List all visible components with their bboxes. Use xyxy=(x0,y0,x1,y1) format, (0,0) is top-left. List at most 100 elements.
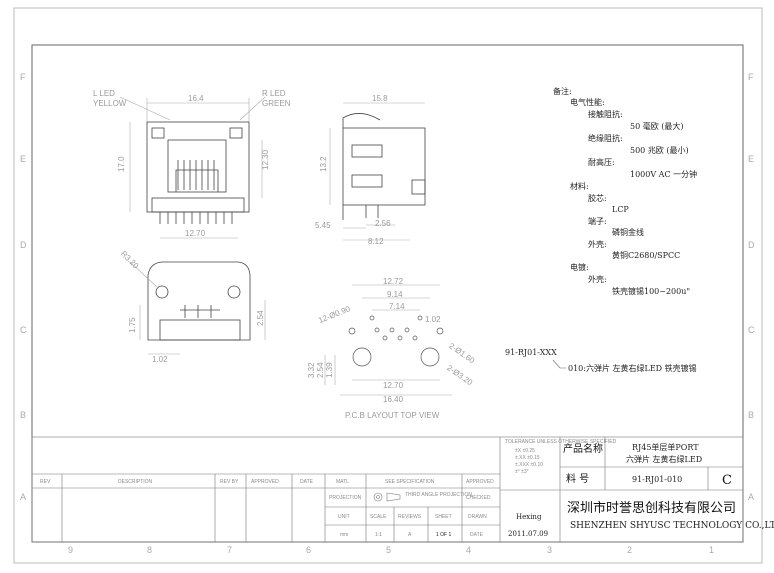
pcb-caption: P.C.B LAYOUT TOP VIEW xyxy=(345,411,440,420)
zone-left-1: F xyxy=(20,72,26,82)
scale-value: 1:1 xyxy=(375,532,382,538)
left-led-window xyxy=(151,127,165,139)
company-name-cn: 深圳市时誉思创科技有限公司 xyxy=(567,500,736,516)
rev-header-rev-by: REV BY xyxy=(220,479,239,485)
side-dim-b: 2.56 xyxy=(375,219,391,228)
product-name-line-2: 六弹片 左黄右绿LED xyxy=(626,454,702,464)
l-led-color: YELLOW xyxy=(93,99,127,108)
pcb-mount-hole-right xyxy=(420,347,440,367)
unit-value: mm xyxy=(340,532,348,538)
note-line: LCP xyxy=(612,205,629,214)
zone-right-6: A xyxy=(748,492,754,502)
zone-marks-left: F E D C B A xyxy=(20,72,27,502)
bottom-radius-dim: R3.20 xyxy=(119,249,141,271)
notes-heading: 备注: xyxy=(553,86,572,96)
note-line: 外壳: xyxy=(588,239,607,249)
tolerance-line: ±X ±0.25 xyxy=(515,448,535,454)
note-line: 胶芯: xyxy=(588,193,607,203)
sheet-label: SHEET xyxy=(435,514,452,520)
zone-bottom-7: 3 xyxy=(547,545,552,555)
pcb-dim-3: 7.14 xyxy=(389,302,405,311)
third-angle-icon xyxy=(373,492,401,502)
tolerance-line: ±.XXX ±0.10 xyxy=(515,462,543,468)
zone-right-1: F xyxy=(748,72,754,82)
product-name-line-1: RJ45单层单PORT xyxy=(632,442,699,452)
part-code: 91-RJ01-XXX xyxy=(505,348,557,357)
note-line: 端子: xyxy=(588,216,607,226)
rev-header-approved: APPROVED xyxy=(251,479,279,485)
note-line: 50 毫欧 (最大) xyxy=(630,121,684,131)
reviews-label: REVIEWS xyxy=(398,514,422,520)
rev-header-date: DATE xyxy=(300,479,314,485)
front-width-dim: 16.4 xyxy=(188,94,204,103)
zone-right-2: E xyxy=(748,154,754,164)
front-view xyxy=(146,121,250,224)
front-view-dims xyxy=(119,96,266,239)
zone-bottom-8: 2 xyxy=(627,545,632,555)
note-line: 耐高压: xyxy=(588,157,615,167)
front-side-dim: 12.30 xyxy=(261,149,270,170)
note-line: 材料: xyxy=(570,181,589,191)
notes-block: 备注: 电气性能: 接触阻抗: 50 毫欧 (最大) 绝缘阻抗: 500 兆欧 … xyxy=(553,86,697,296)
zone-left-6: A xyxy=(20,492,26,502)
part-code-leader xyxy=(552,359,566,369)
bottom-view-housing xyxy=(147,261,251,341)
part-no-label: 料 号 xyxy=(566,472,589,485)
bottom-h2-dim: 2.54 xyxy=(256,310,265,326)
part-no-value: 91-RJ01-010 xyxy=(632,475,682,484)
zone-bottom-5: 5 xyxy=(386,545,391,555)
tolerance-line: ±° ±3° xyxy=(515,469,529,475)
zone-right-4: C xyxy=(748,325,755,335)
pcb-mount-hole-left xyxy=(352,347,372,367)
zone-bottom-2: 8 xyxy=(147,545,152,555)
jack-latch-slot xyxy=(175,169,219,192)
note-line: 1000V AC 一分钟 xyxy=(630,169,697,179)
front-height-dim: 17.0 xyxy=(117,156,126,172)
front-bottom-dim: 12.70 xyxy=(185,229,206,238)
tolerance-label: TOLERANCE UNLESS OTHERWISE SPECIFIED xyxy=(505,439,617,445)
zone-bottom-3: 7 xyxy=(227,545,232,555)
tolerance-line: ±.XX ±0.15 xyxy=(515,455,540,461)
bottom-view-dims xyxy=(129,261,266,355)
bottom-view xyxy=(147,261,251,341)
side-dim-c: 8.12 xyxy=(368,237,384,246)
side-view-latch xyxy=(342,113,381,128)
revision-letter: C xyxy=(722,473,732,488)
note-line: 500 兆欧 (最小) xyxy=(630,145,689,155)
reviews-value: A xyxy=(408,532,412,538)
rev-header-rev: REV xyxy=(40,479,51,485)
side-view-housing xyxy=(342,127,426,206)
side-height-dim: 13.2 xyxy=(319,156,328,172)
zone-left-5: B xyxy=(20,410,26,420)
zone-left-4: C xyxy=(20,325,27,335)
projection-label: PROJECTION xyxy=(329,495,362,501)
outer-border xyxy=(13,7,763,564)
note-line: 电气性能: xyxy=(570,97,605,107)
pcb-layout-dims xyxy=(324,284,452,396)
zone-right-3: D xyxy=(748,240,755,250)
date-label: DATE xyxy=(470,532,484,538)
zone-marks-right: F E D C B A xyxy=(748,72,755,502)
scale-label: SCALE xyxy=(370,514,387,520)
right-led-window xyxy=(229,127,243,139)
bottom-w-dim: 1.02 xyxy=(152,355,168,364)
l-led-label: L LED xyxy=(93,89,115,98)
pcb-dim-5: 3.32 xyxy=(307,362,316,378)
side-view-dims xyxy=(329,102,425,241)
pcb-dim-6: 2.54 xyxy=(316,362,325,378)
side-top-dim: 15.8 xyxy=(372,94,388,103)
zone-marks-bottom: 9 8 7 6 5 4 3 2 1 xyxy=(68,545,714,555)
zone-bottom-6: 4 xyxy=(466,545,471,555)
pcb-dim-4: 1.02 xyxy=(425,315,441,324)
title-block xyxy=(31,436,744,543)
pcb-hole-dim: 12-Ø0.90 xyxy=(317,304,352,325)
pcb-dim-1: 12.72 xyxy=(383,277,404,286)
sheet-value: 1 OF 1 xyxy=(436,532,452,538)
pcb-layout xyxy=(348,315,444,367)
pcb-dim-9: 16.40 xyxy=(383,395,404,404)
zone-bottom-1: 9 xyxy=(68,545,73,555)
note-line: 绝缘阻抗: xyxy=(588,133,623,143)
front-view-housing xyxy=(146,121,250,213)
note-line: 磷铜金线 xyxy=(612,227,644,237)
